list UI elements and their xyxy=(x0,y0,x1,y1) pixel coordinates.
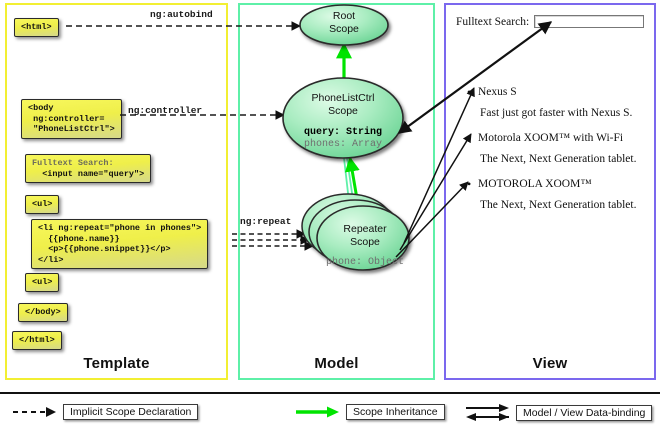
legend: Implicit Scope Declaration Scope Inherit… xyxy=(0,392,660,435)
panel-template-label: Template xyxy=(83,355,150,372)
dashed-arrow-icon xyxy=(13,407,56,417)
view-rendered-output: Fulltext Search: Nexus S Fast just got f… xyxy=(452,10,650,230)
code-box-html-open: <html> xyxy=(14,18,59,37)
phone-name: Motorola XOOM™ with Wi-Fi xyxy=(467,131,653,146)
fulltext-search-input[interactable] xyxy=(534,15,645,28)
double-arrow-icon xyxy=(466,404,509,421)
code-box-li-repeat: <li ng:repeat="phone in phones"> {{phone… xyxy=(31,219,209,269)
edge-label-ng-repeat: ng:repeat xyxy=(240,216,292,227)
panel-template: Template xyxy=(5,3,228,380)
legend-item-scope-inheritance: Scope Inheritance xyxy=(295,404,445,420)
panel-view-label: View xyxy=(532,355,568,372)
legend-label-scope-inheritance: Scope Inheritance xyxy=(346,404,445,420)
panel-model: Model xyxy=(238,3,435,380)
legend-label-data-binding: Model / View Data-binding xyxy=(516,405,653,421)
legend-divider xyxy=(0,392,660,394)
phone-name: MOTOROLA XOOM™ xyxy=(467,177,653,192)
phone-snippet: Fast just got faster with Nexus S. xyxy=(480,107,633,119)
code-box-body-open: <body ng:controller= "PhoneListCtrl"> xyxy=(21,99,122,139)
code-box-fulltext-search: Fulltext Search: <input name="query"> xyxy=(25,154,152,183)
phone-name: Nexus S xyxy=(467,85,653,100)
green-arrow-icon xyxy=(296,406,339,418)
panel-model-label: Model xyxy=(314,355,359,372)
code-box-body-close: </body> xyxy=(18,303,68,322)
code-box-html-close: </html> xyxy=(12,331,62,350)
edge-label-ng-autobind: ng:autobind xyxy=(150,9,213,20)
fulltext-search-row: Fulltext Search: xyxy=(456,15,645,28)
legend-item-data-binding: Model / View Data-binding xyxy=(465,404,653,422)
code-box-ul-open: <ul> xyxy=(25,195,60,214)
phone-list-item: Motorola XOOM™ with Wi-Fi The Next, Next… xyxy=(467,131,653,165)
legend-item-implicit-scope: Implicit Scope Declaration xyxy=(12,404,199,420)
legend-label-implicit-scope: Implicit Scope Declaration xyxy=(63,404,199,420)
edge-label-ng-controller: ng:controller xyxy=(128,105,203,116)
phone-snippet: The Next, Next Generation tablet. xyxy=(480,199,637,211)
fulltext-search-label: Fulltext Search: xyxy=(456,15,530,28)
phone-list-item: MOTOROLA XOOM™ The Next, Next Generation… xyxy=(467,177,653,211)
code-box-ul-close: <ul> xyxy=(25,273,60,292)
phone-snippet: The Next, Next Generation tablet. xyxy=(480,153,637,165)
phone-list-item: Nexus S Fast just got faster with Nexus … xyxy=(467,85,653,119)
